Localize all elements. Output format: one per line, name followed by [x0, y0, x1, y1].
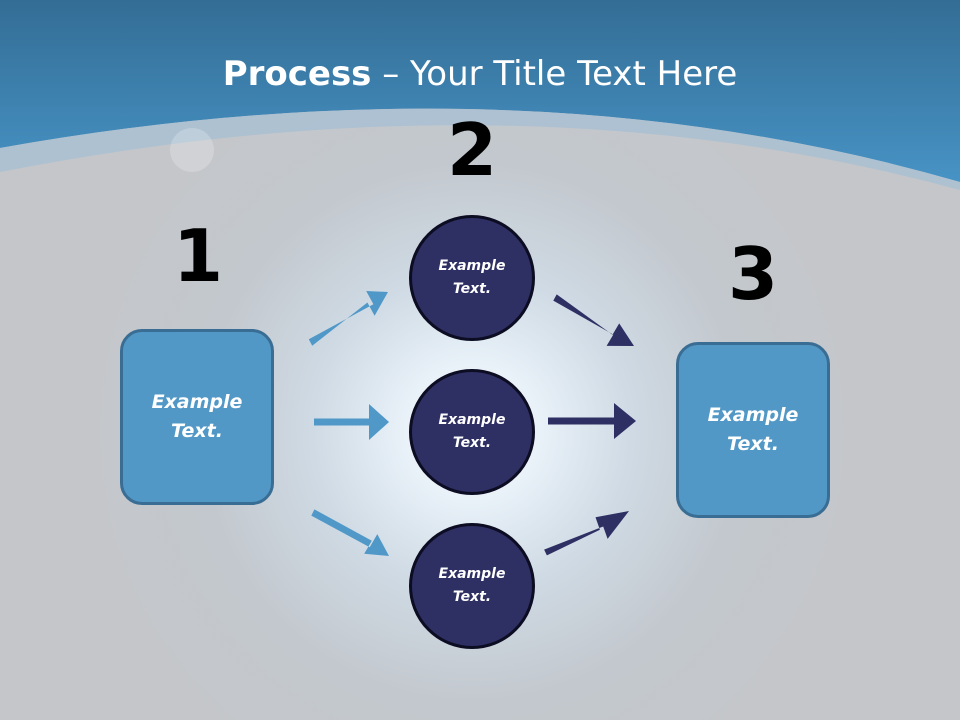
circle-1-line2: Text.: [452, 281, 492, 297]
step-1-line2: Text.: [171, 420, 223, 442]
step-number-1: 1: [172, 214, 224, 298]
arrow-to-middle-circle: [314, 404, 389, 440]
arrow-from-middle-circle: [548, 403, 636, 439]
arrow-to-bottom-circle: [311, 509, 389, 556]
title-bold: Process: [222, 54, 372, 94]
arrow-from-bottom-circle: [544, 511, 629, 556]
title-rest: – Your Title Text Here: [371, 54, 738, 94]
arrow-to-top-circle: [308, 291, 388, 346]
arrow-from-top-circle: [553, 294, 634, 346]
step-1-line1: Example: [151, 391, 243, 413]
step-3-line1: Example: [707, 404, 799, 426]
circle-3-line1: Example: [438, 566, 506, 582]
circle-1-line1: Example: [438, 258, 506, 274]
circle-2-line2: Text.: [452, 435, 492, 451]
circle-3-line2: Text.: [452, 589, 492, 605]
step-3-line2: Text.: [727, 433, 779, 455]
step-number-3: 3: [727, 232, 779, 316]
circle-2-line1: Example: [438, 412, 506, 428]
slide-title: Process – Your Title Text Here: [0, 52, 960, 96]
step-number-2: 2: [446, 108, 498, 192]
